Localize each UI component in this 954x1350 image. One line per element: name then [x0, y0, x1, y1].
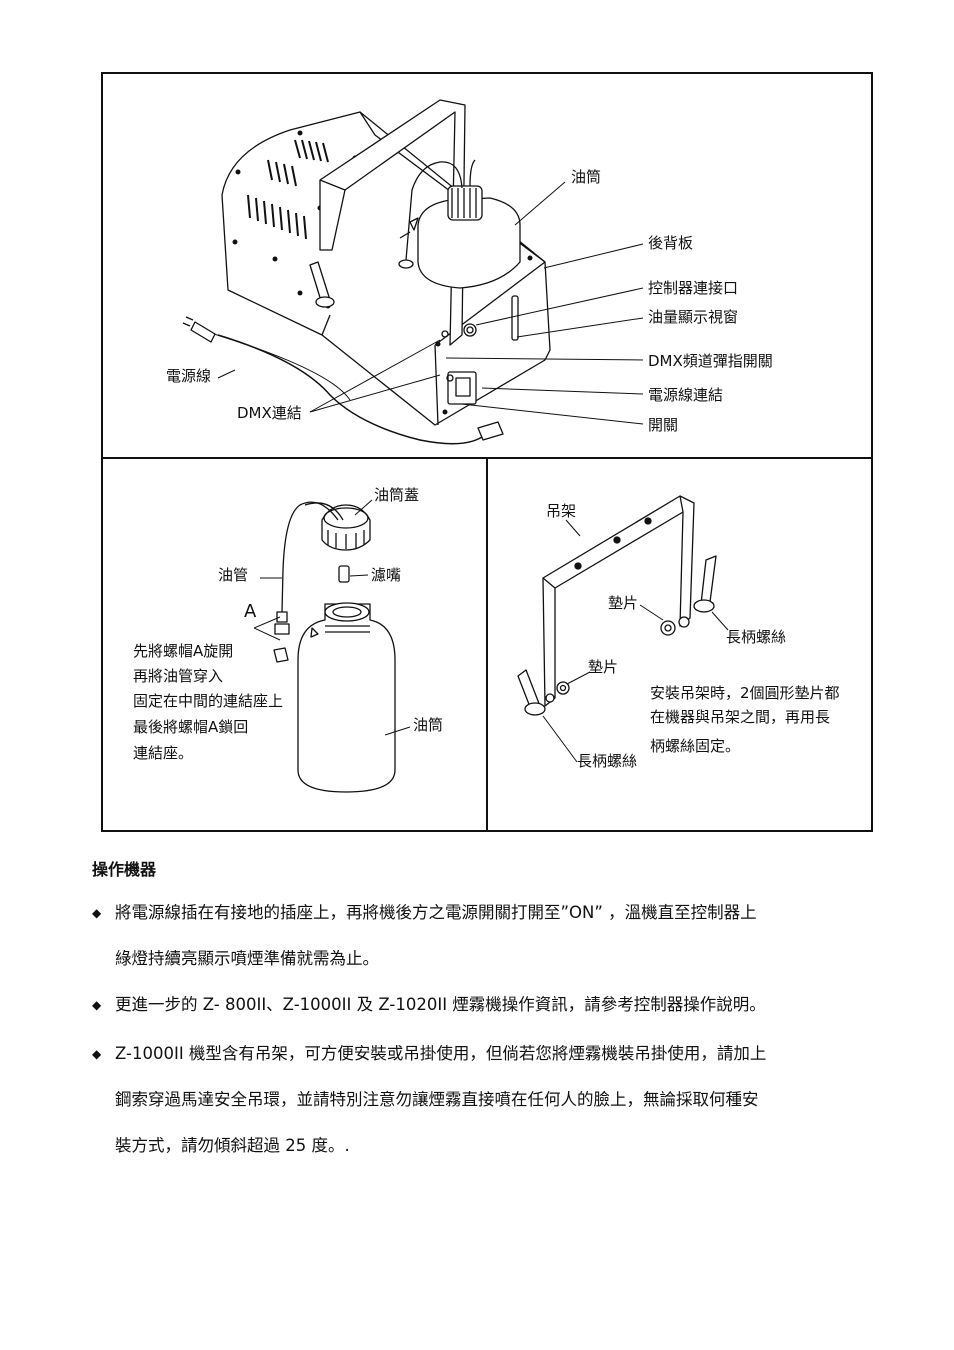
bullet-1-line-2: 綠燈持續亮顯示噴煙準備就需為止。: [115, 949, 379, 968]
label-washer-1: 墊片: [608, 594, 639, 612]
bracket-note-line-3: 柄螺絲固定。: [650, 737, 741, 755]
label-oil-tank-top: 油筒: [571, 168, 602, 186]
bracket-note-line-2: 在機器與吊架之間，再用長: [650, 708, 831, 726]
label-back-panel: 後背板: [648, 234, 694, 252]
bullet-3-line-3: 裝方式，請勿傾斜超過 25 度。.: [115, 1136, 350, 1155]
label-marker-a: A: [244, 601, 257, 622]
bullet-item-1: ◆ 將電源線插在有接地的插座上，再將機後方之電源開關打開至”ON” ，溫機直至控…: [92, 890, 892, 982]
label-tank-cap: 油筒蓋: [374, 486, 420, 504]
bullet-diamond-icon: ◆: [92, 998, 102, 1012]
label-oil-tube: 油管: [218, 566, 249, 584]
bullet-1-line-1: 將電源線插在有接地的插座上，再將機後方之電源開關打開至”ON” ，溫機直至控制器…: [115, 903, 757, 922]
label-bracket: 吊架: [546, 502, 577, 520]
label-controller-port: 控制器連接口: [648, 279, 739, 297]
section-title: 操作機器: [92, 860, 157, 879]
fog-machine-drawing: [182, 99, 644, 445]
bullet-3-line-2: 鋼索穿過馬達安全吊環，並請特別注意勿讓煙霧直接噴在任何人的臉上，無論採取何種安: [115, 1090, 759, 1109]
bullet-2-line-1: 更進一步的 Z- 800II、Z-1000II 及 Z-1020II 煙霧機操作…: [115, 995, 766, 1014]
label-long-screw-2: 長柄螺絲: [577, 752, 638, 770]
instruction-line-1: 先將螺帽A旋開: [133, 642, 234, 660]
instruction-line-4: 最後將螺帽A鎖回: [133, 718, 249, 736]
instruction-line-2: 再將油管穿入: [133, 667, 224, 685]
label-oil-tank-bottle: 油筒: [413, 716, 444, 734]
bullet-item-2: ◆ 更進一步的 Z- 800II、Z-1000II 及 Z-1020II 煙霧機…: [92, 982, 892, 1028]
bullet-item-3: ◆ Z-1000II 機型含有吊架，可方便安裝或吊掛使用，但倘若您將煙霧機裝吊掛…: [92, 1031, 892, 1169]
oil-tank-drawing: [253, 499, 411, 793]
product-diagram: [101, 72, 873, 832]
label-long-screw-1: 長柄螺絲: [726, 628, 787, 646]
bottom-right-panel-frame: [486, 457, 873, 832]
bullet-diamond-icon: ◆: [92, 906, 102, 920]
bullet-3-line-1: Z-1000II 機型含有吊架，可方便安裝或吊掛使用，但倘若您將煙霧機裝吊掛使用…: [115, 1044, 767, 1063]
instruction-line-5: 連結座。: [133, 744, 194, 762]
label-dmx-link: DMX連結: [237, 404, 302, 422]
label-power-cord: 電源線: [166, 367, 212, 385]
label-dmx-switch: DMX頻道彈指開關: [648, 352, 773, 370]
bracket-note-line-1: 安裝吊架時，2個圓形墊片都: [650, 684, 840, 702]
label-power-cord-link: 電源線連結: [648, 386, 724, 404]
label-switch: 開關: [648, 416, 679, 434]
hanging-bracket-drawing: [517, 495, 729, 763]
bullet-diamond-icon: ◆: [92, 1047, 102, 1061]
label-washer-2: 墊片: [588, 658, 619, 676]
instruction-line-3: 固定在中間的連結座上: [133, 692, 284, 710]
label-oil-level-window: 油量顯示視窗: [648, 308, 739, 326]
label-filter-nozzle: 濾嘴: [371, 566, 402, 584]
